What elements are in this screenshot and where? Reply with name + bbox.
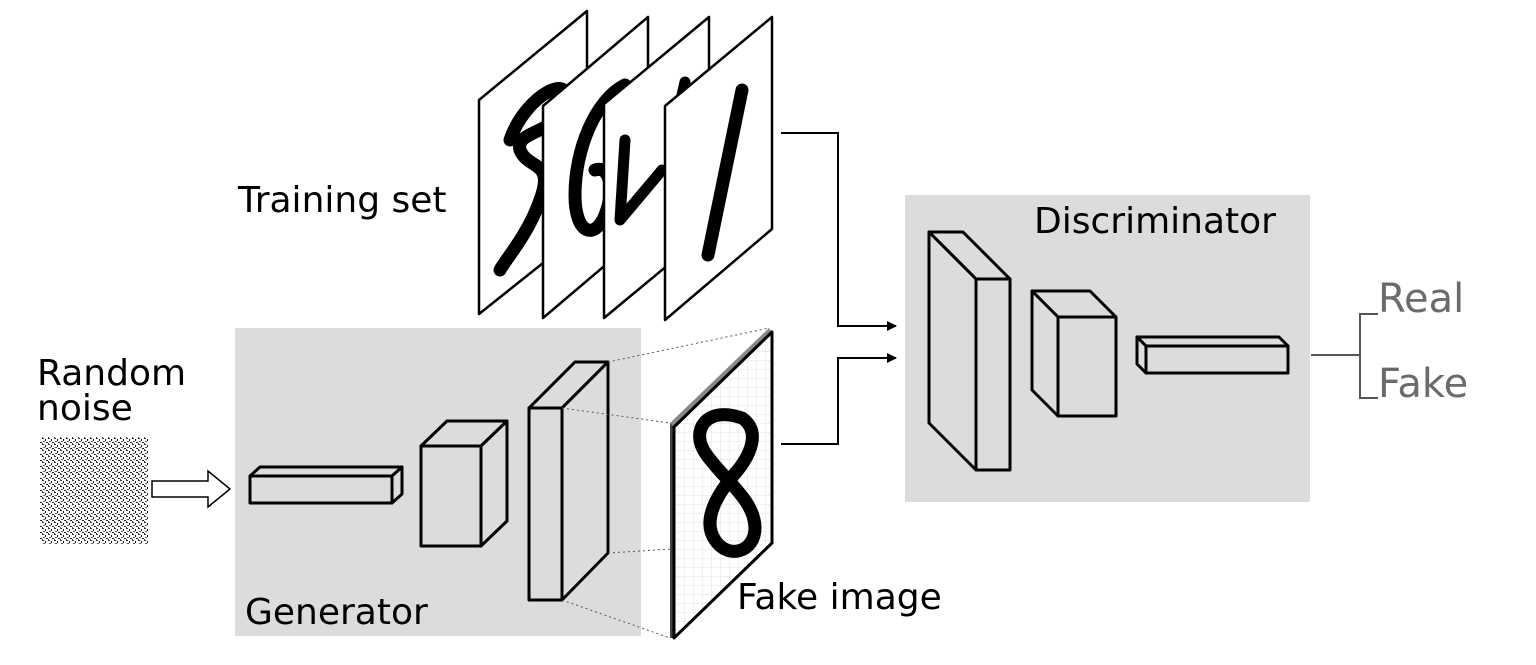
noise-input-arrow	[151, 469, 232, 509]
connector-lines	[781, 132, 897, 445]
generator-layer-1	[248, 465, 404, 505]
output-real: Real	[1378, 276, 1464, 322]
fake-image-label: Fake image	[737, 577, 942, 618]
generator-layer-2	[419, 419, 509, 548]
digit-eight-glyph	[693, 408, 762, 558]
training-to-discriminator-arrow	[781, 132, 897, 331]
fake-image-card	[670, 328, 774, 640]
output-fake: Fake	[1378, 361, 1468, 407]
noise-image	[40, 437, 148, 544]
training-card-4	[663, 15, 774, 322]
random-noise-label: Random noise	[37, 353, 198, 429]
discriminator-layer-1	[927, 230, 1012, 472]
discriminator-label: Discriminator	[1034, 201, 1276, 242]
generator-label: Generator	[245, 592, 428, 633]
training-set-label: Training set	[237, 180, 447, 221]
fake-to-discriminator-arrow	[781, 353, 897, 445]
generator-layer-3	[527, 360, 610, 602]
discriminator-layer-2	[1030, 289, 1118, 418]
random-noise-line-2: noise	[37, 388, 133, 429]
output-bracket	[1311, 313, 1378, 399]
random-noise-line-1: Random	[37, 353, 186, 394]
discriminator-layer-3	[1135, 335, 1290, 375]
